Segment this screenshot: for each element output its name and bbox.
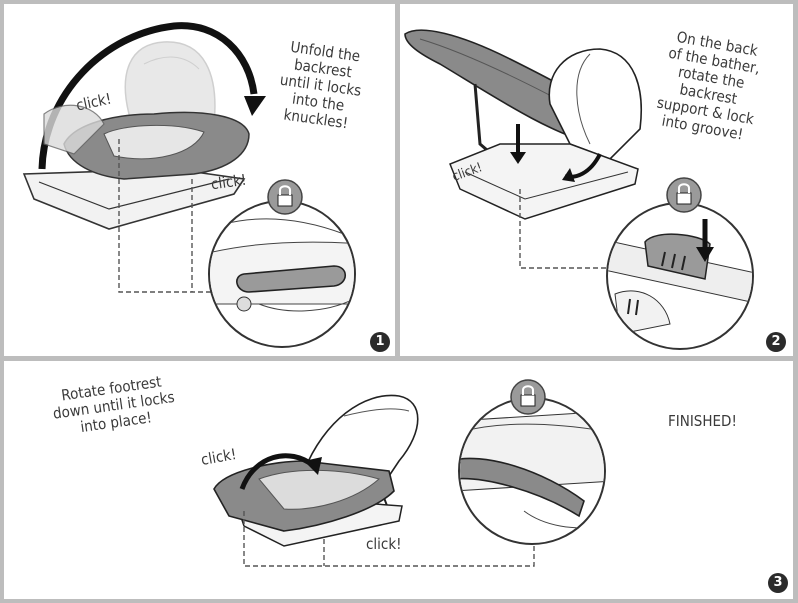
step-3-panel: Rotate footrest down until it locks into… bbox=[4, 361, 793, 599]
lock-icon bbox=[279, 185, 291, 195]
finished-label: FINISHED! bbox=[668, 412, 737, 430]
lock-icon bbox=[678, 183, 690, 193]
groove-slot bbox=[644, 233, 711, 280]
bather-backrest bbox=[548, 48, 642, 160]
step-1-panel: Unfold the backrest until it locks into … bbox=[4, 4, 395, 356]
step-3-illustration bbox=[213, 379, 606, 567]
step-number-badge: 3 bbox=[768, 573, 788, 593]
bather-base bbox=[449, 143, 639, 220]
click-label: click! bbox=[366, 535, 402, 553]
footrest-lock bbox=[460, 457, 585, 518]
lock-icon bbox=[522, 385, 534, 395]
step-2-illustration bbox=[404, 29, 754, 350]
step-2-instruction: On the back of the bather, rotate the ba… bbox=[644, 26, 775, 146]
knuckle-latch bbox=[236, 265, 347, 293]
step-number-badge: 2 bbox=[766, 332, 786, 352]
step-2-panel: On the back of the bather, rotate the ba… bbox=[400, 4, 793, 356]
step-number-badge: 1 bbox=[370, 332, 390, 352]
step-1-illustration bbox=[22, 22, 356, 348]
step-1-instruction: Unfold the backrest until it locks into … bbox=[260, 36, 381, 135]
arrow-head-icon bbox=[244, 96, 266, 116]
